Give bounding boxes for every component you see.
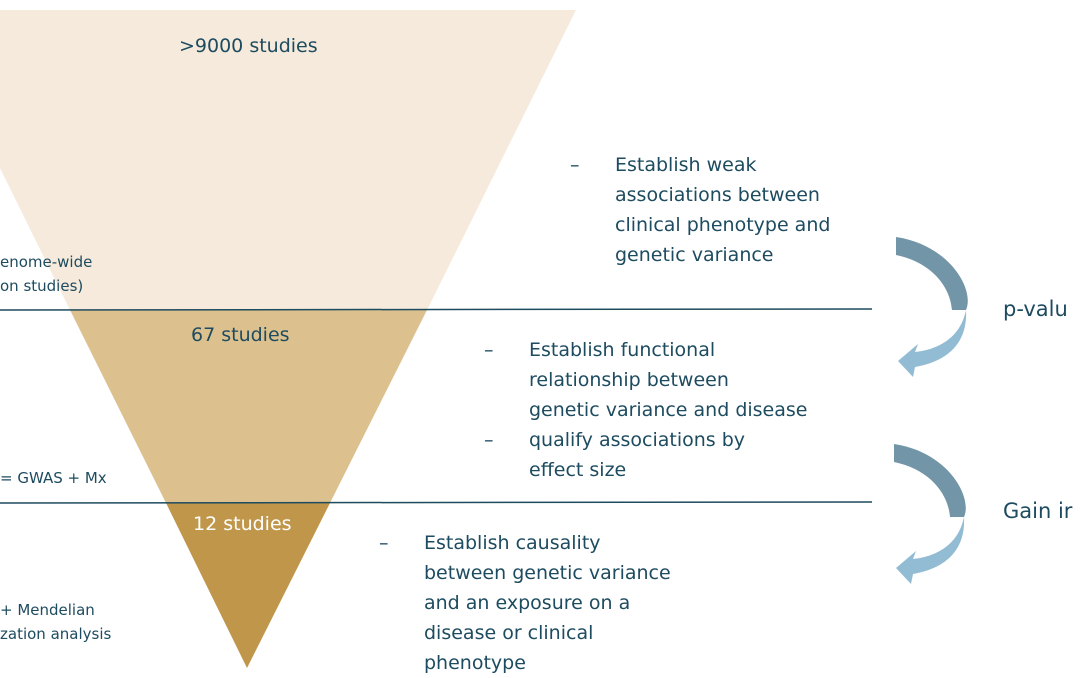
divider-line-1 xyxy=(0,308,873,311)
funnel-level-2 xyxy=(70,310,427,503)
arrow-label-1: p-valu xyxy=(1003,297,1068,321)
curved-arrow-icon xyxy=(896,237,968,377)
curved-arrow-icon xyxy=(894,444,966,584)
level-3-count: 12 studies xyxy=(193,513,292,535)
funnel-level-1 xyxy=(0,10,576,310)
level-2-label: = GWAS + Mx xyxy=(0,469,107,487)
level-2-count: 67 studies xyxy=(191,324,290,346)
divider-line-2 xyxy=(0,501,873,504)
funnel-level-3 xyxy=(166,503,330,668)
arrow-label-2: Gain ir xyxy=(1003,499,1073,523)
level-1-count: >9000 studies xyxy=(179,35,318,57)
